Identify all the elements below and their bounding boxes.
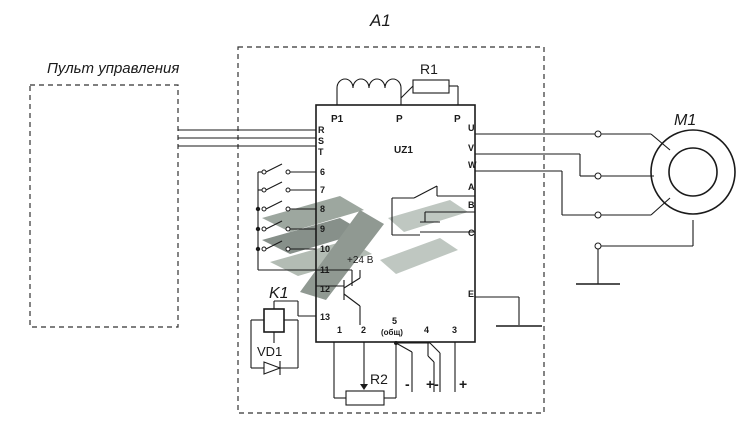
relay-output-contacts [391,185,475,236]
remote-panel-boundary [29,84,179,328]
control-input-switches [255,163,316,271]
terminal-t: T [318,147,324,157]
terminal-1: 1 [337,325,342,335]
terminal-e: E [468,289,474,299]
terminal-4: 4 [424,325,429,335]
terminal-c: C [468,228,475,238]
terminal-11: 11 [320,265,330,275]
terminal-p1: P1 [331,114,344,125]
terminal-s: S [318,136,324,146]
terminal-r: R [318,125,325,135]
relay-k1-circuit [250,300,316,375]
dc-choke-inductor [336,78,402,105]
terminal-12: 12 [320,284,330,294]
terminal-u: U [468,123,475,133]
terminal-5: 5 [392,316,397,326]
resistor-r2-label: R2 [370,371,388,387]
converter-label: UZ1 [394,145,413,156]
block-a1-boundary [237,46,545,414]
sign-plus: + [459,376,467,392]
terminal-2: 2 [361,325,366,335]
bottom-terminal-wiring [333,341,456,406]
terminal-p: P [396,114,403,125]
terminal-3: 3 [452,325,457,335]
diode-label: VD1 [257,344,282,359]
terminal-9: 9 [320,224,325,234]
terminal-a: A [468,182,475,192]
rst-input-lines [178,129,316,147]
internal-transistor [316,269,361,325]
terminal-w: W [468,160,477,170]
remote-panel-label: Пульт управления [47,60,179,77]
terminal-8: 8 [320,204,325,214]
terminal-p-right: P [454,114,461,125]
terminal-common-label: (общ) [381,328,403,337]
terminal-13: 13 [320,312,330,322]
motor-label: M1 [674,112,696,129]
terminal-6: 6 [320,167,325,177]
relay-label: K1 [269,285,289,302]
resistor-r1-label: R1 [420,61,438,77]
ground-e [475,296,542,327]
sign-plus-minus: +- [426,376,439,392]
terminal-7: 7 [320,185,325,195]
terminal-10: 10 [320,244,330,254]
watermark-logo [262,196,468,300]
supply-24v-label: +24 В [347,255,374,266]
block-a1-label: A1 [369,11,391,30]
terminal-v: V [468,143,474,153]
resistor-r1 [400,79,459,105]
terminal-b: B [468,200,475,210]
motor-m1 [650,129,736,215]
motor-output-lines [475,130,694,285]
sign-minus: - [405,376,410,392]
